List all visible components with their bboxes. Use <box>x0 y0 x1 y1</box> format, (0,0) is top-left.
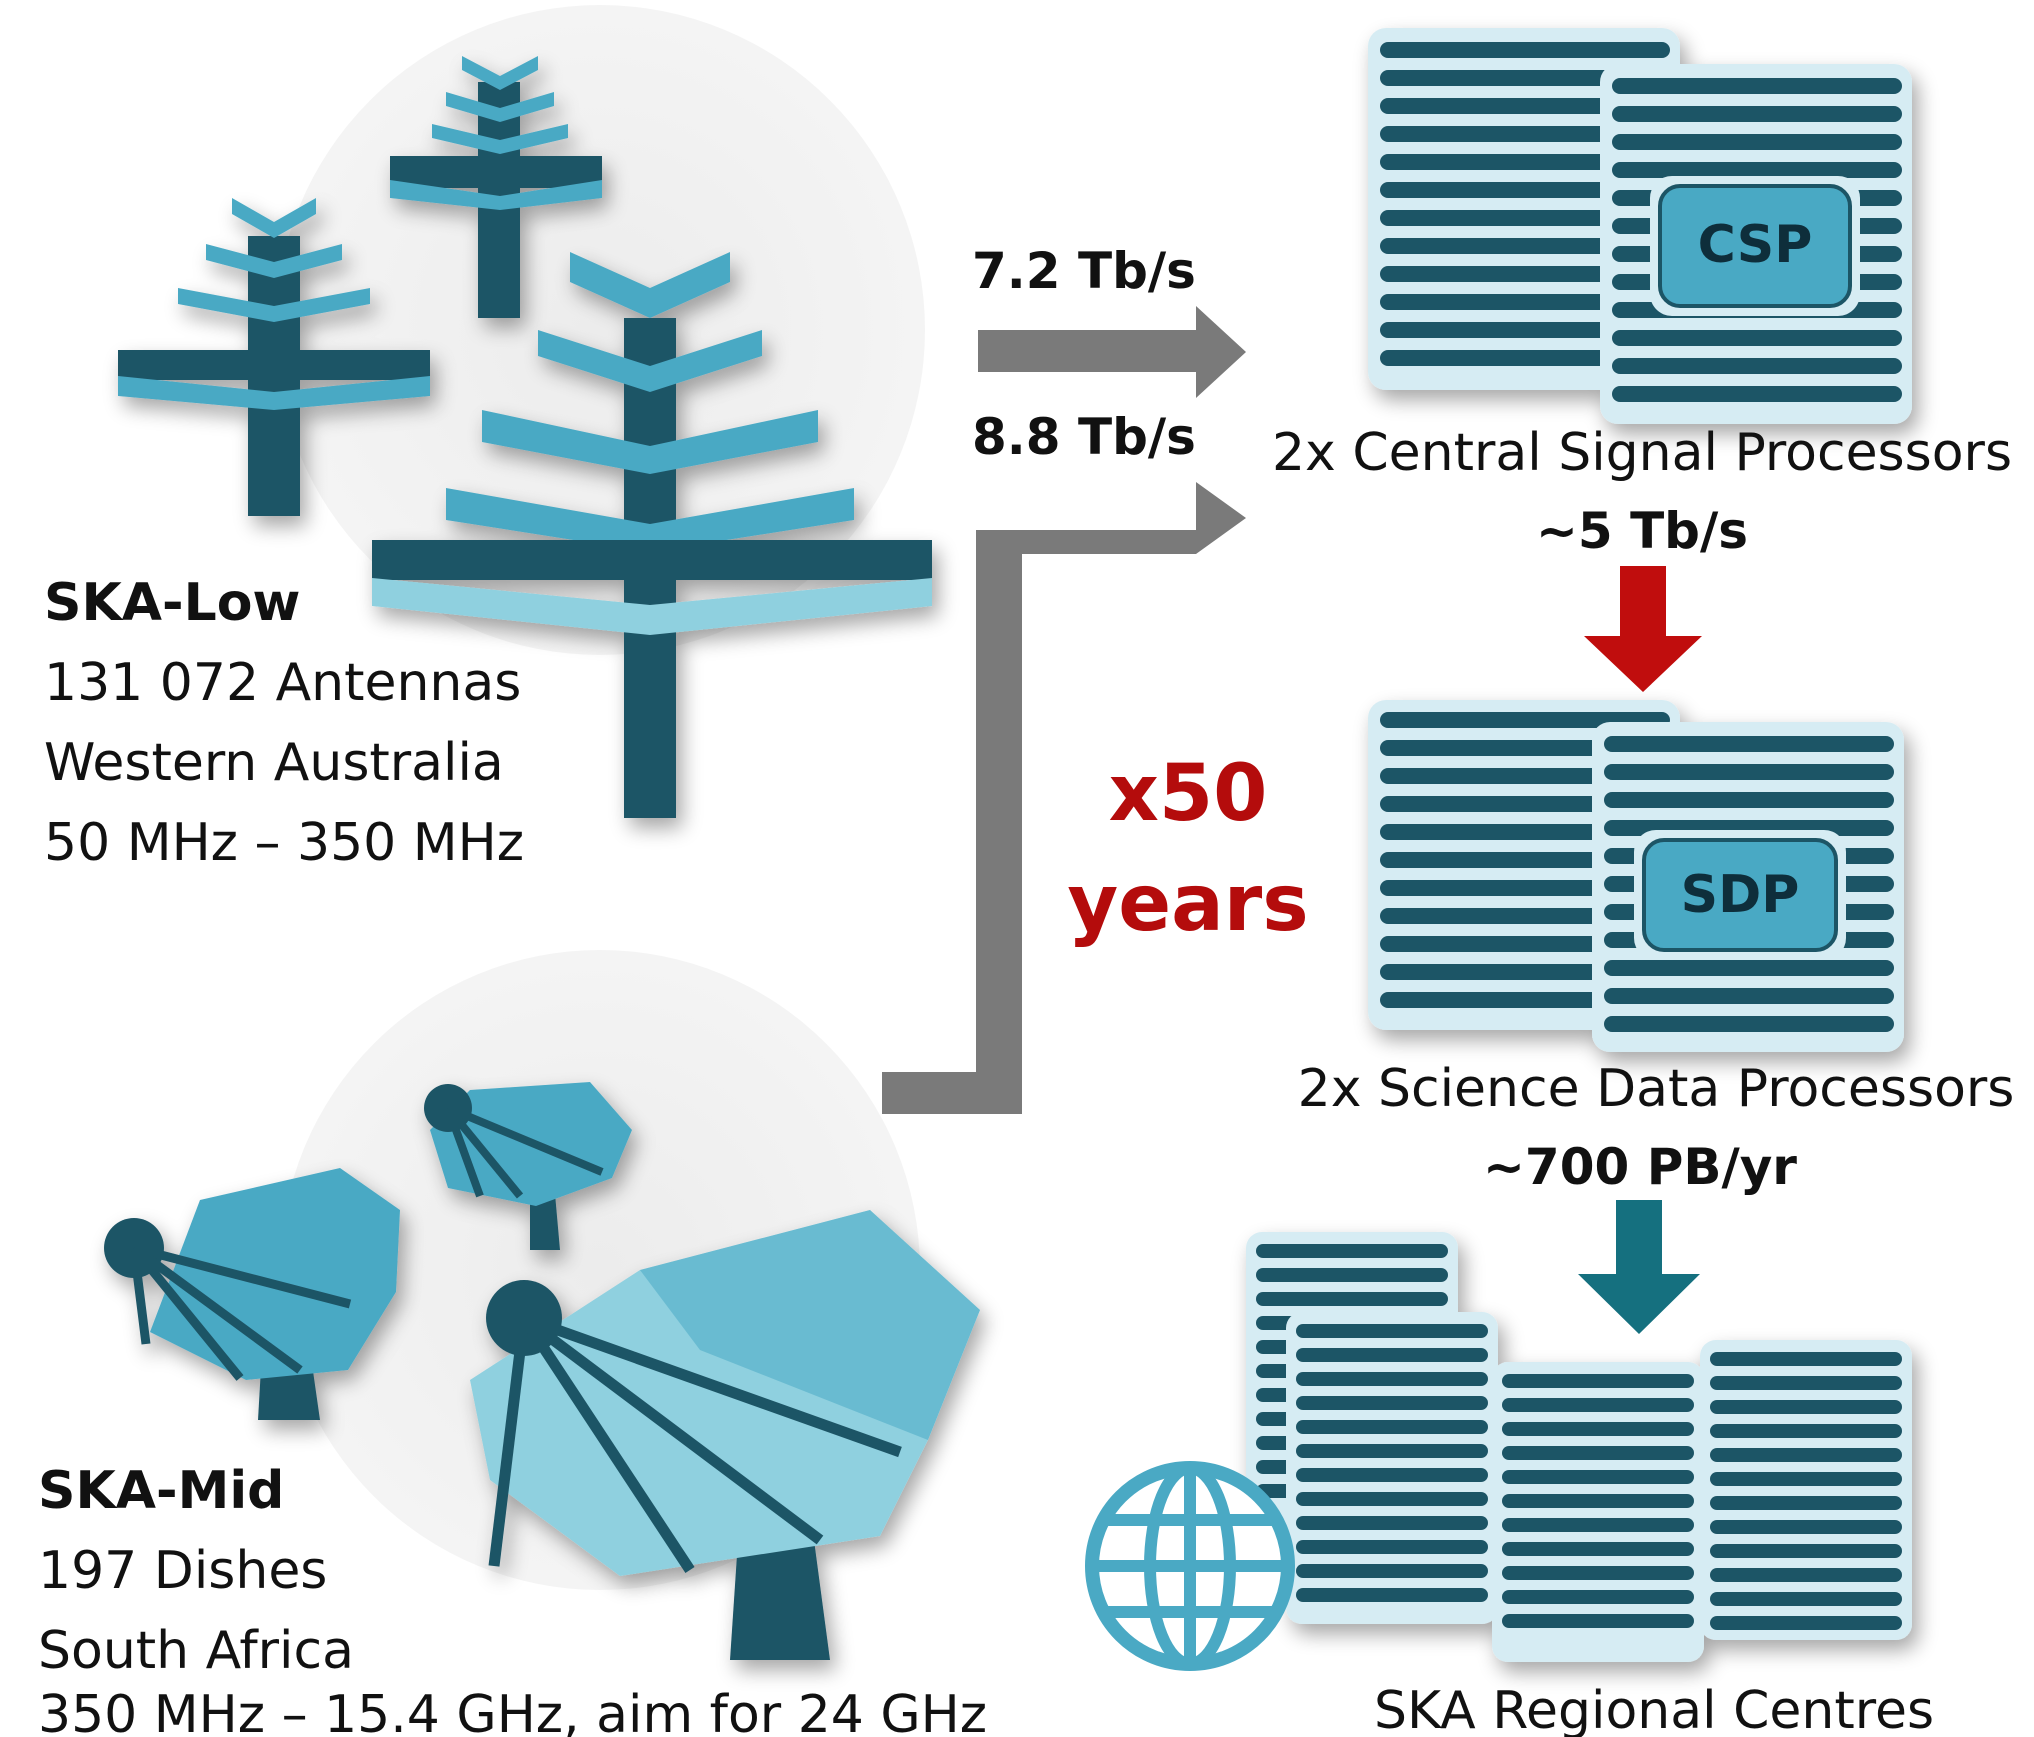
mid-location: South Africa <box>38 1621 354 1681</box>
low-antennas: 131 072 Antennas <box>44 653 521 713</box>
csp-server-stack-icon <box>1368 28 1912 424</box>
sdp-to-src-arrow <box>1578 1200 1700 1334</box>
csp-to-sdp-arrow <box>1584 566 1702 692</box>
low-antenna-large-icon <box>372 252 932 818</box>
mid-dishes: 197 Dishes <box>38 1541 327 1601</box>
growth-unit: years <box>1067 859 1308 949</box>
growth-factor: x50 <box>1109 749 1268 839</box>
mid-band: 350 MHz – 15.4 GHz, aim for 24 GHz <box>38 1685 987 1737</box>
low-band: 50 MHz – 350 MHz <box>44 813 524 873</box>
mid-dish-large-icon <box>470 1210 980 1660</box>
ska-low-illustration <box>118 5 932 818</box>
ska-mid-illustration <box>104 950 980 1660</box>
low-rate-label: 7.2 Tb/s <box>972 242 1196 300</box>
mid-rate-label: 8.8 Tb/s <box>972 408 1196 466</box>
src-caption: SKA Regional Centres <box>1374 1681 1934 1737</box>
regional-centres-servers-icon <box>1246 1232 1912 1662</box>
sdp-to-src-rate: ~700 PB/yr <box>1483 1138 1797 1196</box>
low-antenna-small-left-icon <box>118 198 430 516</box>
csp-to-sdp-rate: ~5 Tb/s <box>1536 502 1748 560</box>
mid-dish-small-icon <box>424 1082 632 1250</box>
csp-caption: 2x Central Signal Processors <box>1272 423 2012 483</box>
sdp-server-stack-icon <box>1368 700 1904 1052</box>
low-to-csp-arrow <box>978 306 1246 398</box>
sdp-caption: 2x Science Data Processors <box>1298 1059 2015 1119</box>
low-antenna-small-top-icon <box>390 56 602 318</box>
mid-title: SKA-Mid <box>38 1461 284 1521</box>
globe-icon <box>1085 1461 1295 1671</box>
low-title: SKA-Low <box>44 573 300 633</box>
sdp-chip-label: SDP <box>1681 865 1800 925</box>
mid-dish-medium-icon <box>104 1168 400 1420</box>
low-location: Western Australia <box>44 733 504 793</box>
csp-chip-label: CSP <box>1698 215 1813 275</box>
